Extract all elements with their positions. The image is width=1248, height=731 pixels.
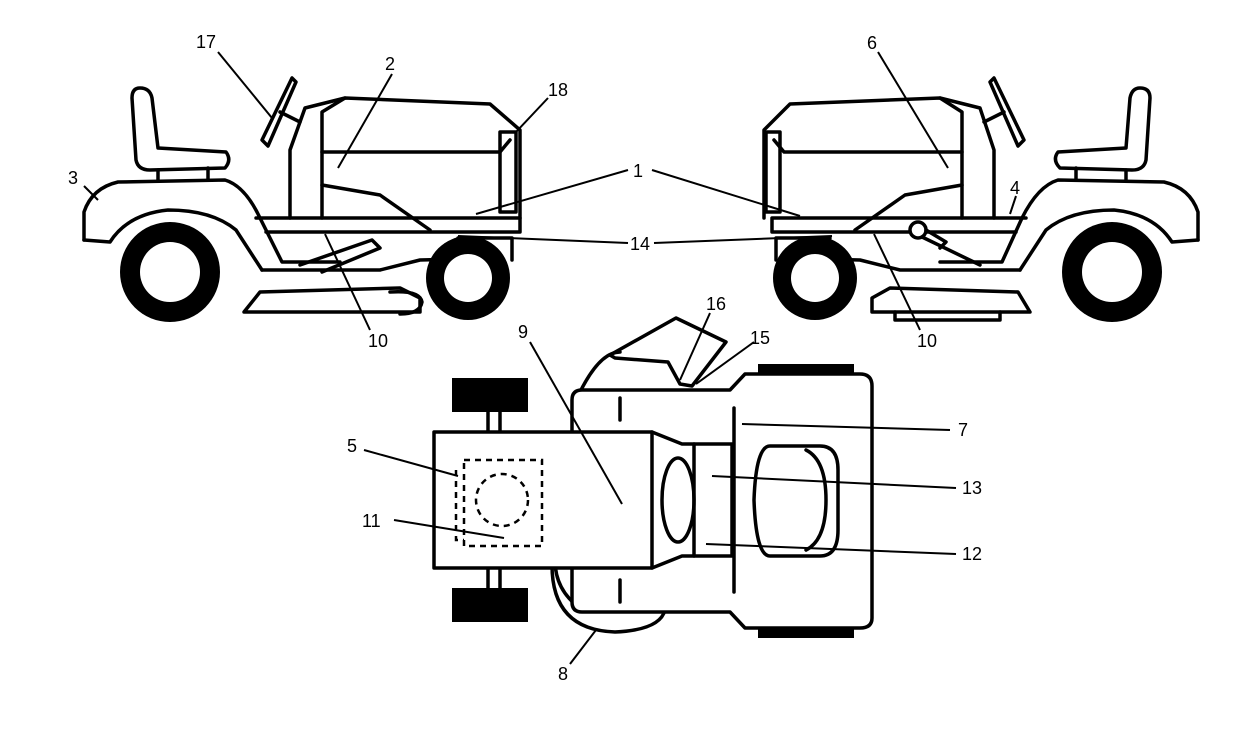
- callout-16: 16: [706, 294, 726, 314]
- top-seat: [752, 444, 840, 558]
- right-seat: [1053, 86, 1152, 172]
- top-front-tire-left: [452, 378, 528, 412]
- left-seat: [130, 86, 231, 172]
- callout-6: 6: [867, 33, 877, 53]
- right-rear-fender: [938, 178, 1200, 264]
- callout-9: 9: [518, 322, 528, 342]
- callout-4: 4: [1010, 178, 1020, 198]
- callout-7: 7: [958, 420, 968, 440]
- leader-lines: [83, 51, 1017, 665]
- top-hood: [432, 430, 734, 570]
- callout-15: 15: [750, 328, 770, 348]
- top-front-tire-right: [452, 588, 528, 622]
- callout-12: 12: [962, 544, 982, 564]
- left-hood: [320, 96, 522, 220]
- callout-13: 13: [962, 478, 982, 498]
- right-steering-wheel: [988, 76, 1026, 148]
- callout-17: 17: [196, 32, 216, 52]
- callout-11: 11: [362, 511, 381, 531]
- left-side-view: [82, 76, 522, 322]
- callout-8: 8: [558, 664, 568, 684]
- callout-10-left: 10: [368, 331, 388, 351]
- left-steering-wheel: [260, 76, 298, 148]
- top-mower-deck: [550, 563, 667, 634]
- right-hood: [762, 96, 964, 220]
- discharge-chute: [608, 316, 728, 388]
- callout-14: 14: [630, 234, 650, 254]
- callout-labels: 17 2 3 18 1 14 10 6 4 10 16 15 9 7 13 12…: [68, 32, 1020, 684]
- right-mower-deck: [870, 286, 1032, 314]
- callout-10-right: 10: [917, 331, 937, 351]
- callout-5: 5: [347, 436, 357, 456]
- left-rear-fender: [82, 178, 342, 264]
- callout-2: 2: [385, 54, 395, 74]
- callout-1: 1: [633, 161, 643, 181]
- callout-3: 3: [68, 168, 78, 188]
- right-side-view: [762, 76, 1200, 322]
- callout-18: 18: [548, 80, 568, 100]
- top-view: [432, 316, 874, 638]
